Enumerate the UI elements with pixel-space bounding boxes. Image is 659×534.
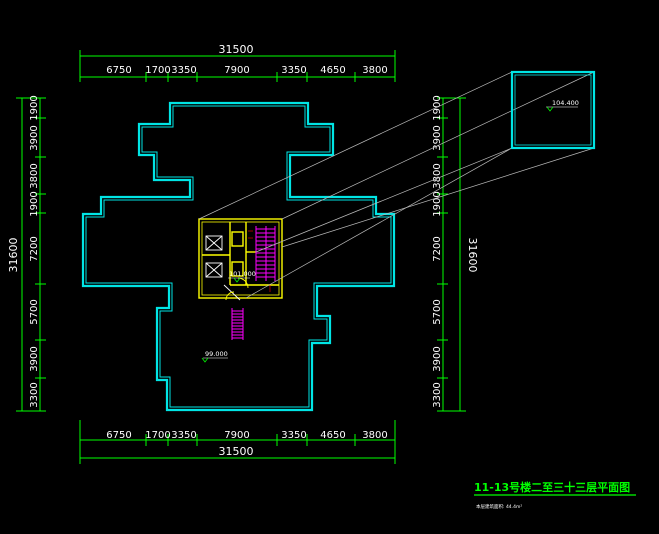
core-walls	[198, 218, 283, 299]
leader-lines	[198, 71, 595, 299]
left-total-dimension: 31600	[7, 238, 20, 273]
elevation-marker-core: 101.000	[228, 270, 256, 283]
elevator-1	[205, 235, 223, 251]
left-seg-6: 5700	[29, 299, 40, 324]
core-detail	[248, 230, 271, 292]
top-dimension-chain	[79, 50, 396, 82]
right-seg-5: 7200	[432, 236, 443, 261]
shaft-1	[231, 231, 244, 247]
stairs-upper	[255, 226, 276, 281]
right-seg-8: 3300	[432, 382, 443, 407]
left-seg-2: 3900	[29, 125, 40, 150]
top-seg-4: 7900	[224, 65, 249, 76]
elevator-cars	[205, 235, 249, 301]
roof-detail-box	[510, 70, 596, 150]
top-seg-2: 1700	[145, 65, 170, 76]
elevation-roof-text: 104.400	[552, 99, 579, 107]
elevation-core-text: 101.000	[229, 270, 256, 278]
building-outline	[81, 101, 396, 412]
elevator-2	[205, 262, 223, 278]
top-seg-5: 3350	[281, 65, 306, 76]
bottom-seg-4: 7900	[224, 430, 249, 441]
outer-wall-outline	[81, 101, 396, 412]
elevation-marker-lower: 99.000	[201, 350, 228, 363]
left-seg-3: 3800	[29, 163, 40, 188]
top-seg-3: 3350	[171, 65, 196, 76]
elevation-lower-text: 99.000	[205, 350, 228, 358]
stairs-lower	[231, 308, 244, 340]
bottom-seg-7: 3800	[362, 430, 387, 441]
bottom-total-dimension: 31500	[219, 445, 254, 458]
core-inner-outline	[201, 221, 280, 296]
left-dimension-chain	[16, 97, 46, 412]
top-total-dimension: 31500	[219, 43, 254, 56]
drawing-title: 11-13号楼二至三十三层平面图	[474, 480, 630, 494]
core-outline	[198, 218, 283, 299]
right-dimension-chain	[437, 97, 466, 412]
top-seg-7: 3800	[362, 65, 387, 76]
right-total-dimension: 31600	[466, 238, 479, 273]
left-seg-5: 7200	[29, 236, 40, 261]
right-segment-labels: 1900 3900 3800 1900 7200 5700 3900 3300	[432, 95, 443, 407]
right-seg-7: 3900	[432, 346, 443, 371]
left-seg-1: 1900	[29, 95, 40, 120]
right-seg-1: 1900	[432, 95, 443, 120]
inner-wall-outline	[85, 105, 392, 408]
bottom-seg-1: 6750	[106, 430, 131, 441]
left-seg-7: 3900	[29, 346, 40, 371]
shaft-2	[231, 261, 244, 277]
right-seg-3: 3800	[432, 163, 443, 188]
left-seg-8: 3300	[29, 382, 40, 407]
area-note: 本层建筑面积: 44.4m²	[476, 503, 522, 510]
right-seg-6: 5700	[432, 299, 443, 324]
bottom-seg-5: 3350	[281, 430, 306, 441]
bottom-seg-6: 4650	[320, 430, 345, 441]
top-seg-1: 6750	[106, 65, 131, 76]
bottom-segment-labels: 6750 1700 3350 7900 3350 4650 3800	[106, 430, 387, 441]
elevation-marker-roof: 104.400	[546, 99, 579, 112]
bottom-dimension-chain	[79, 420, 396, 464]
bottom-seg-3: 3350	[171, 430, 196, 441]
top-seg-6: 4650	[320, 65, 345, 76]
bottom-seg-2: 1700	[145, 430, 170, 441]
top-segment-labels: 6750 1700 3350 7900 3350 4650 3800	[106, 65, 387, 76]
left-seg-4: 1900	[29, 191, 40, 216]
right-seg-4: 1900	[432, 191, 443, 216]
left-segment-labels: 1900 3900 3800 1900 7200 5700 3900 3300	[29, 95, 40, 407]
right-seg-2: 3900	[432, 125, 443, 150]
